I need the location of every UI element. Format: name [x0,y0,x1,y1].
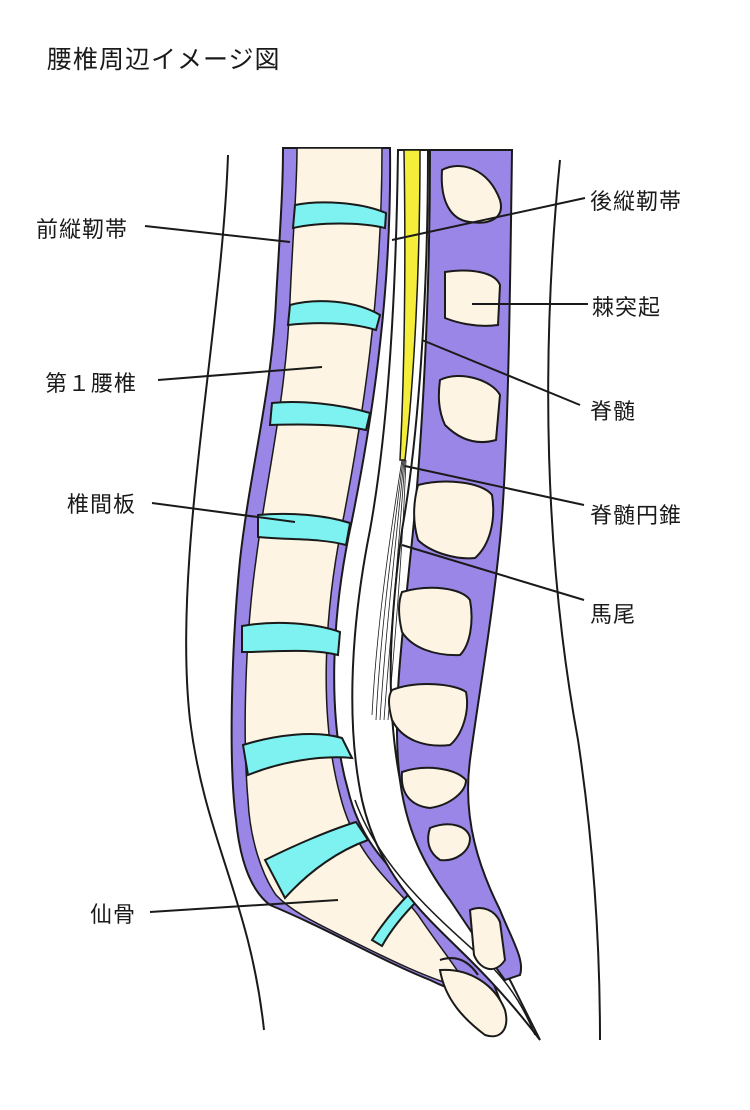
coccyx [468,907,507,970]
sacrum-tail [438,968,508,1038]
spinous-process-4 [413,480,495,560]
leader-cauda [401,544,585,601]
vertebral-bodies [244,147,472,992]
leader-lines [144,197,588,913]
body-outline-back [547,159,601,1041]
leader-disc [151,502,296,523]
spinal-canal [351,149,541,1041]
disc-4 [257,512,352,547]
leader-sacrum [149,899,339,913]
leader-l1 [157,366,323,381]
spinous-process-2 [444,269,502,327]
label-spinous-process: 棘突起 [592,296,662,321]
disc-6 [241,733,354,777]
disc-5 [241,621,342,657]
label-intervertebral-disc: 椎間板 [67,493,137,518]
label-spinal-cord: 脊髄 [590,400,637,425]
label-posterior-longitudinal-ligament: 後縦靭帯 [590,190,683,215]
label-conus-medullaris: 脊髄円錐 [590,504,683,529]
label-sacrum: 仙骨 [90,903,137,928]
cauda-equina-fibers [371,459,407,721]
label-cauda-equina: 馬尾 [590,603,637,628]
diagram-title: 腰椎周辺イメージ図 [47,45,281,74]
body-outline-front [185,154,265,1031]
leader-cord [421,339,581,406]
label-first-lumbar-vertebra: 第１腰椎 [45,372,138,397]
spinous-process-6 [388,683,468,747]
leader-posterior-ligament [391,197,586,241]
disc-3 [268,401,372,432]
spinous-process-3 [437,375,502,444]
spinous-process-8 [427,823,472,862]
leader-anterior-ligament [144,225,291,243]
spinous-process-5 [398,586,473,657]
spinous-process-7 [400,766,468,810]
disc-1 [291,201,388,230]
disc-2 [286,300,382,332]
leader-conus [404,465,585,506]
label-anterior-longitudinal-ligament: 前縦靭帯 [36,218,129,243]
disc-7 [263,820,370,900]
